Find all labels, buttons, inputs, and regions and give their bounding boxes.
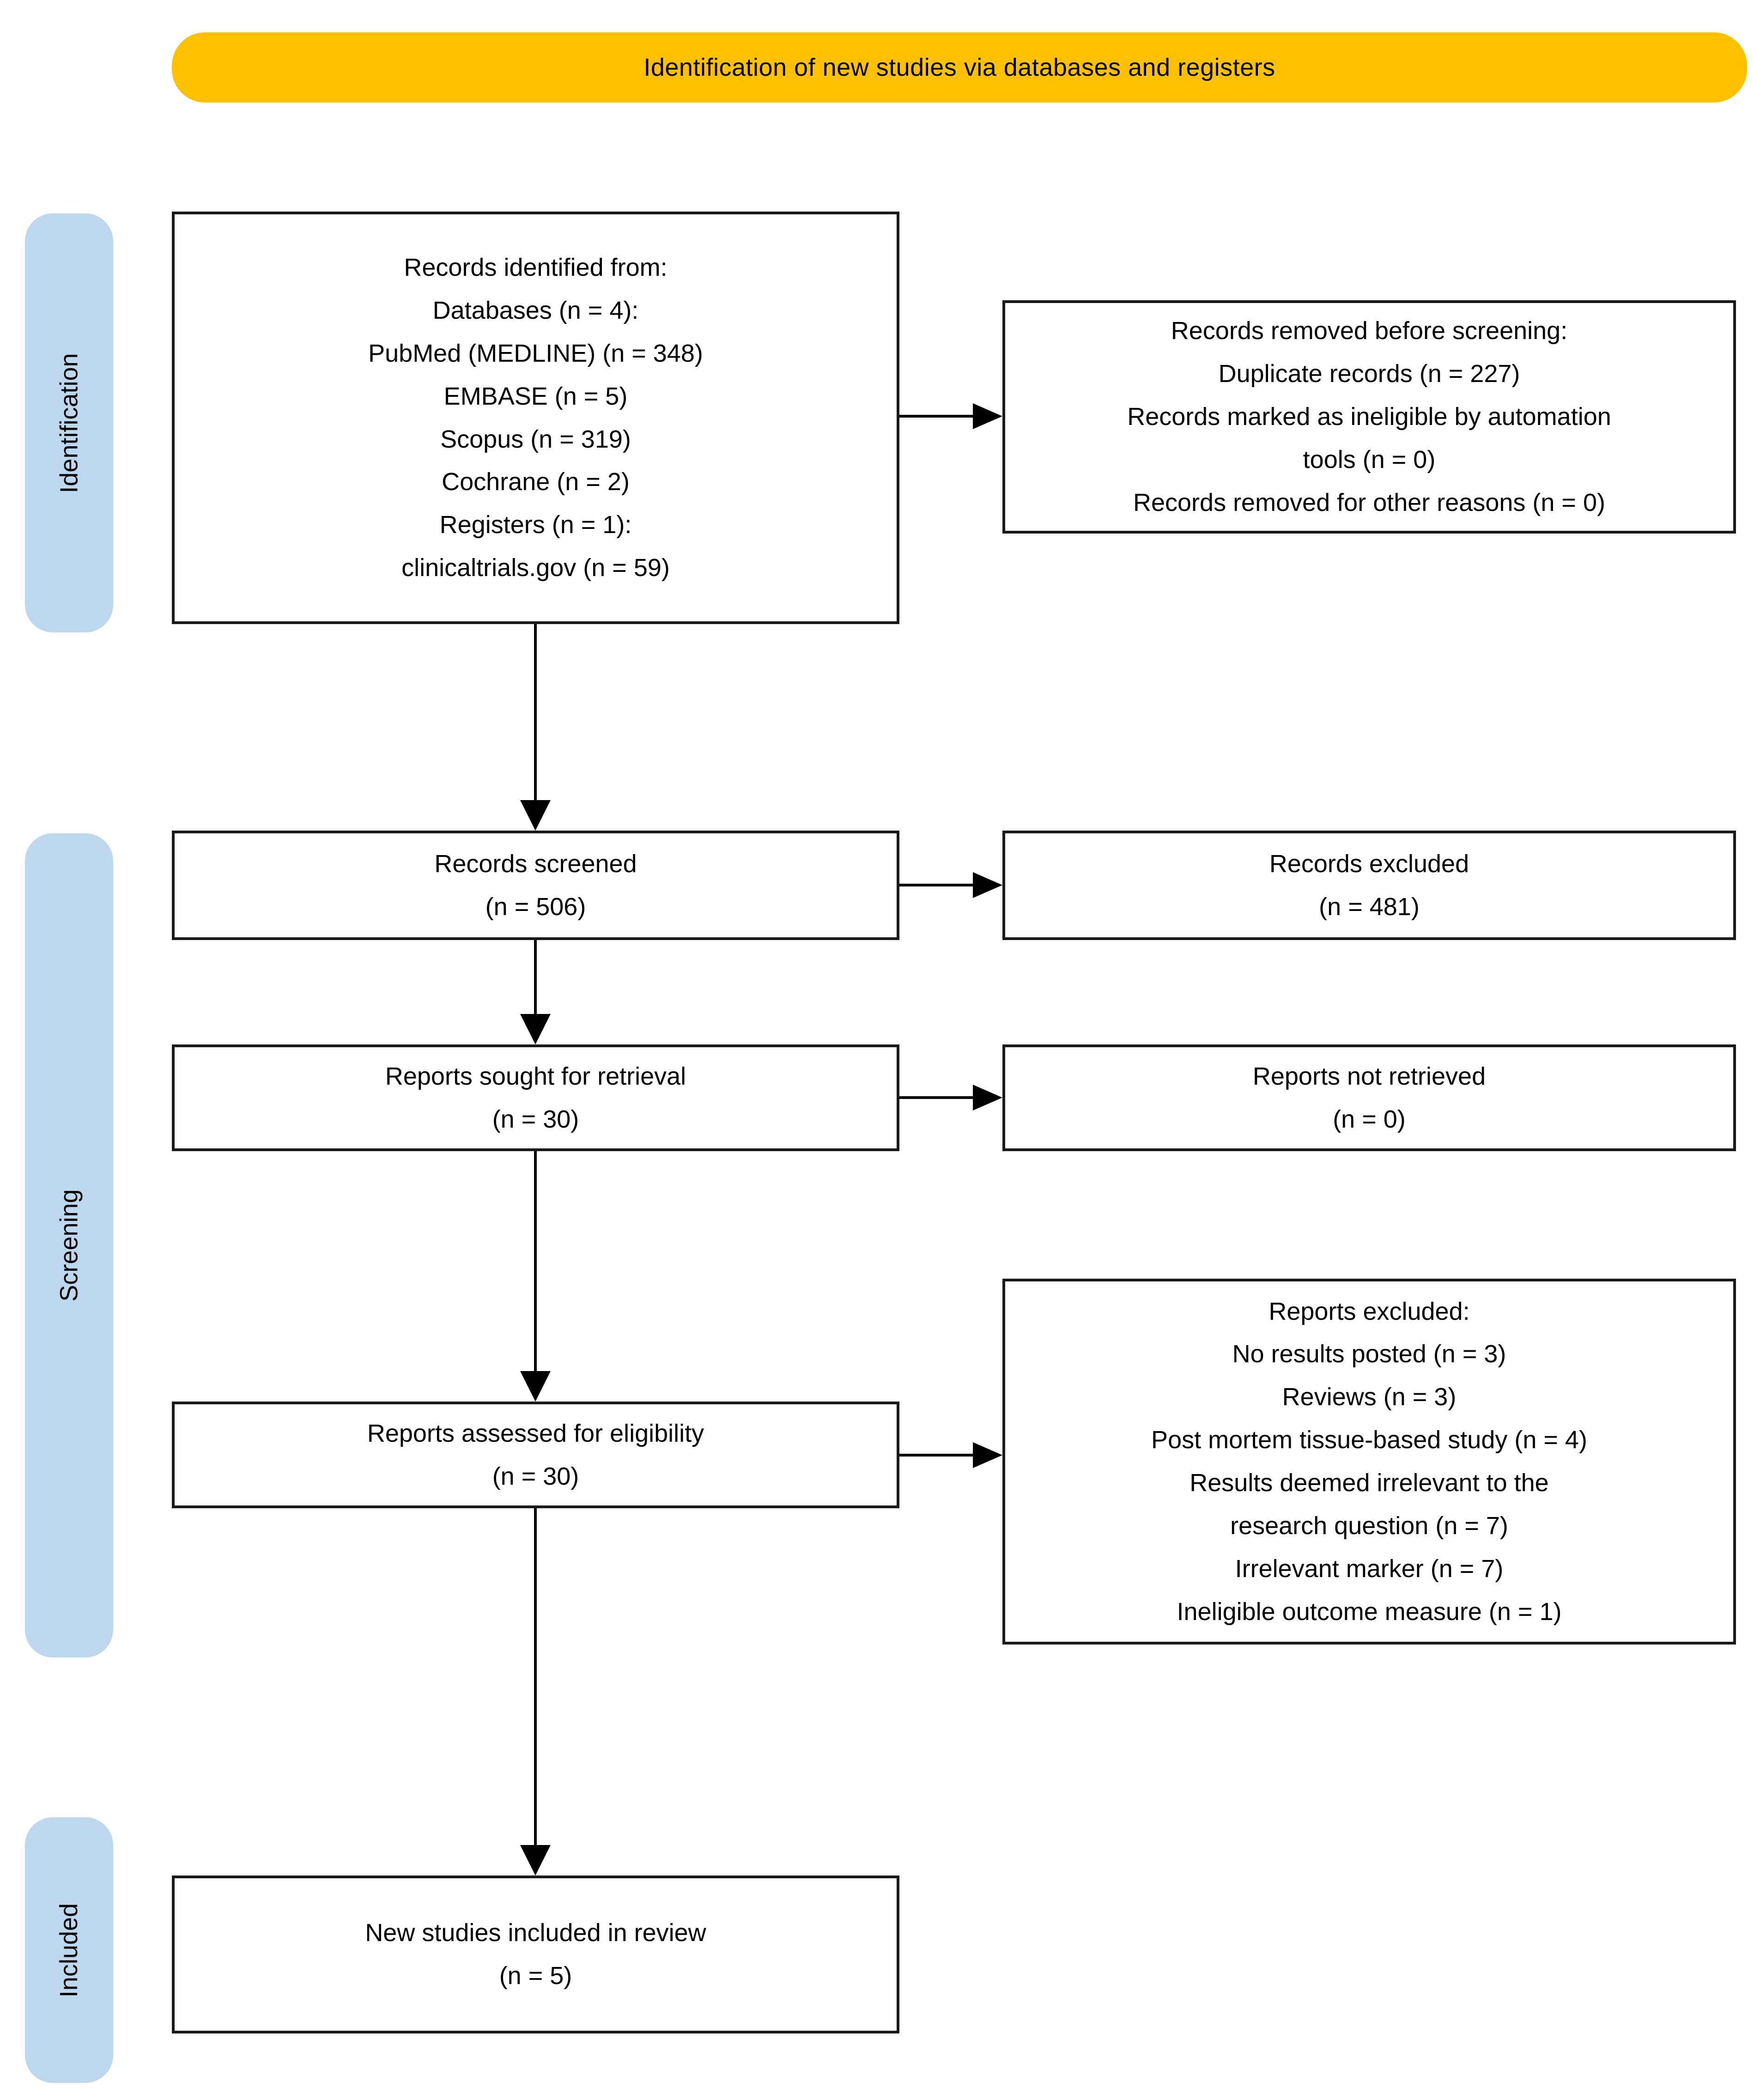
arrowhead-right-assessed-to-reports-excluded [973,1442,1002,1468]
arrowhead-right-sought-to-not-retrieved [973,1085,1002,1111]
arrowhead-down-screened-to-sought [520,1014,551,1044]
box-reports-assessed: Reports assessed for eligibility (n = 30… [172,1402,899,1508]
arrowhead-right-identified-to-removed [973,403,1002,429]
arrow-line-assessed-to-included [534,1508,537,1845]
arrowhead-right-screened-to-excluded [973,872,1002,898]
arrow-line-assessed-to-reports-excluded [899,1454,973,1457]
arrow-line-identified-to-screened [534,624,537,800]
arrowhead-down-assessed-to-included [520,1845,551,1875]
arrow-line-identified-to-removed [899,415,973,418]
box-new-studies-included: New studies included in review (n = 5) [172,1875,899,2033]
arrow-line-sought-to-not-retrieved [899,1096,973,1099]
box-records-screened: Records screened (n = 506) [172,831,899,940]
sidebar-included: Included [25,1817,113,2083]
sidebar-screening-label: Screening [55,1189,83,1302]
box-records-identified: Records identified from: Databases (n = … [172,212,899,624]
sidebar-identification: Identification [25,213,113,632]
box-reports-not-retrieved: Reports not retrieved (n = 0) [1002,1044,1736,1151]
arrow-line-screened-to-sought [534,940,537,1014]
arrow-line-sought-to-assessed [534,1151,537,1371]
box-reports-sought: Reports sought for retrieval (n = 30) [172,1044,899,1151]
banner-title: Identification of new studies via databa… [172,32,1747,103]
sidebar-identification-label: Identification [55,352,83,493]
arrowhead-down-identified-to-screened [520,800,551,831]
box-reports-excluded: Reports excluded: No results posted (n =… [1002,1279,1736,1645]
box-records-removed: Records removed before screening: Duplic… [1002,300,1736,534]
arrowhead-down-sought-to-assessed [520,1371,551,1402]
sidebar-screening: Screening [25,833,113,1657]
arrow-line-screened-to-excluded [899,884,973,886]
box-records-excluded: Records excluded (n = 481) [1002,831,1736,940]
sidebar-included-label: Included [55,1903,83,1997]
